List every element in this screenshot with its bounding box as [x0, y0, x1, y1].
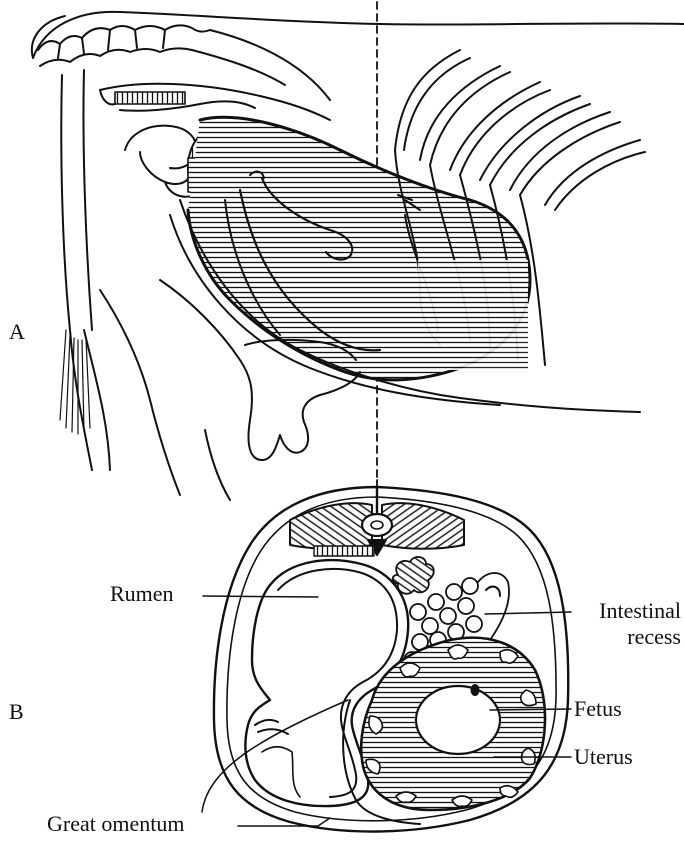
- panel-a-label: A: [9, 320, 25, 344]
- panel-b-drawing: [202, 480, 571, 832]
- label-uterus: Uterus: [574, 745, 633, 769]
- panel-b-label: B: [9, 700, 24, 724]
- panel-a-drawing: [32, 2, 684, 500]
- label-intestinal-recess-line1: Intestinal: [599, 599, 681, 623]
- label-intestinal-recess-line2: recess: [627, 625, 681, 649]
- label-rumen: Rumen: [110, 582, 174, 606]
- label-fetus: Fetus: [574, 697, 622, 721]
- label-great-omentum: Great omentum: [47, 812, 184, 836]
